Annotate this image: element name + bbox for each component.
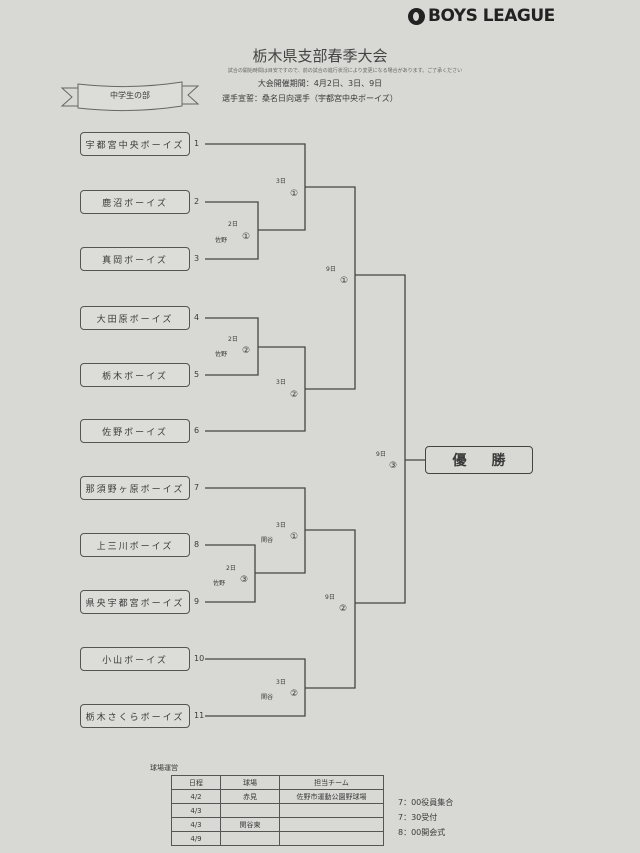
team-box: 栃木ボーイズ [80, 363, 190, 387]
team-number: 8 [194, 540, 200, 549]
match-day: 3日 [276, 379, 286, 386]
bracket-line [355, 274, 406, 604]
table-header: 担当チーム [279, 775, 384, 790]
team-box: 小山ボーイズ [80, 647, 190, 671]
tournament-dates: 大会開催期間：4月2日、3日、9日 [257, 79, 383, 88]
match-venue: 佐野 [215, 351, 228, 358]
table-cell: 4/2 [171, 789, 221, 804]
team-number: 10 [194, 654, 205, 663]
table-cell [279, 817, 384, 832]
table-cell: 4/3 [171, 803, 221, 818]
match-day: 3日 [276, 178, 286, 185]
table-row: 4/3 [171, 803, 384, 818]
match-number: ① [242, 232, 251, 242]
schedule-table: 日程 球場 担当チーム 4/2 赤見 佐野市運動公園野球場 4/3 4/3 関谷… [171, 775, 384, 846]
match-day: 3日 [276, 522, 286, 529]
bracket-line [205, 346, 306, 432]
team-box: 佐野ボーイズ [80, 419, 190, 443]
boys-league-logo: BOYS LEAGUE [408, 6, 555, 26]
champion-char: 勝 [491, 453, 506, 469]
match-number: ② [242, 346, 251, 356]
table-cell: 赤見 [220, 789, 280, 804]
table-cell: 4/9 [171, 831, 221, 846]
match-number: ③ [389, 461, 398, 471]
header-note: 試合の開始時間は目安ですので、前の試合の進行状況により変更になる場合があります。… [227, 68, 463, 74]
schedule-time: 7：30受付 [398, 813, 438, 822]
player-oath: 選手宣誓：桑名日向選手（宇都宮中央ボーイズ） [222, 94, 398, 103]
page-title: 栃木県支部春季大会 [252, 47, 388, 65]
match-day: 2日 [226, 565, 236, 572]
team-number: 6 [194, 426, 200, 435]
team-number: 3 [194, 254, 200, 263]
bracket-line [205, 658, 306, 717]
table-cell [220, 803, 280, 818]
bracket-line [305, 529, 356, 689]
team-number: 7 [194, 483, 200, 492]
table-header: 日程 [171, 775, 221, 790]
champion-char: 優 [452, 453, 467, 469]
match-day: 9日 [376, 451, 386, 458]
team-box: 那須野ヶ原ボーイズ [80, 476, 190, 500]
team-box: 大田原ボーイズ [80, 306, 190, 330]
table-header-row: 日程 球場 担当チーム [171, 775, 384, 790]
team-number: 2 [194, 197, 200, 206]
team-box: 鹿沼ボーイズ [80, 190, 190, 214]
schedule-caption: 球場運営 [150, 764, 178, 772]
schedule-time: 7：00役員集合 [398, 798, 454, 807]
team-box: 真岡ボーイズ [80, 247, 190, 271]
table-cell [220, 831, 280, 846]
match-venue: 関谷 [261, 537, 274, 544]
team-box: 栃木さくらボーイズ [80, 704, 190, 728]
match-number: ② [339, 604, 348, 614]
match-number: ① [290, 532, 299, 542]
table-row: 4/2 赤見 佐野市運動公園野球場 [171, 789, 384, 804]
bracket-line [305, 186, 356, 390]
division-label: 中学生の部 [110, 91, 150, 100]
team-number: 9 [194, 597, 200, 606]
table-row: 4/3 関谷東 [171, 817, 384, 832]
table-cell [279, 803, 384, 818]
bracket-line [205, 201, 259, 260]
table-cell [279, 831, 384, 846]
match-venue: 関谷 [261, 694, 274, 701]
schedule-time: 8：00開会式 [398, 828, 446, 837]
team-box: 宇都宮中央ボーイズ [80, 132, 190, 156]
match-day: 2日 [228, 221, 238, 228]
team-number: 11 [194, 711, 205, 720]
match-number: ② [290, 390, 299, 400]
team-number: 5 [194, 370, 200, 379]
division-banner-icon [60, 81, 200, 112]
team-box: 県央宇都宮ボーイズ [80, 590, 190, 614]
team-box: 上三川ボーイズ [80, 533, 190, 557]
bracket-line [205, 143, 306, 231]
match-day: 2日 [228, 336, 238, 343]
match-day: 9日 [326, 266, 336, 273]
match-number: ② [290, 689, 299, 699]
champion-box: 優 勝 [425, 446, 533, 474]
table-cell: 4/3 [171, 817, 221, 832]
match-day: 3日 [276, 679, 286, 686]
bracket-line [205, 544, 256, 603]
table-cell: 関谷東 [220, 817, 280, 832]
logo-text: BOYS LEAGUE [428, 6, 555, 26]
match-number: ① [340, 276, 349, 286]
match-venue: 佐野 [213, 580, 226, 587]
table-header: 球場 [220, 775, 280, 790]
team-number: 1 [194, 139, 200, 148]
table-row: 4/9 [171, 831, 384, 846]
match-venue: 佐野 [215, 237, 228, 244]
team-number: 4 [194, 313, 200, 322]
match-number: ③ [240, 575, 249, 585]
match-number: ① [290, 189, 299, 199]
logo-mark-icon [408, 7, 425, 25]
match-day: 9日 [325, 594, 335, 601]
table-cell: 佐野市運動公園野球場 [279, 789, 384, 804]
